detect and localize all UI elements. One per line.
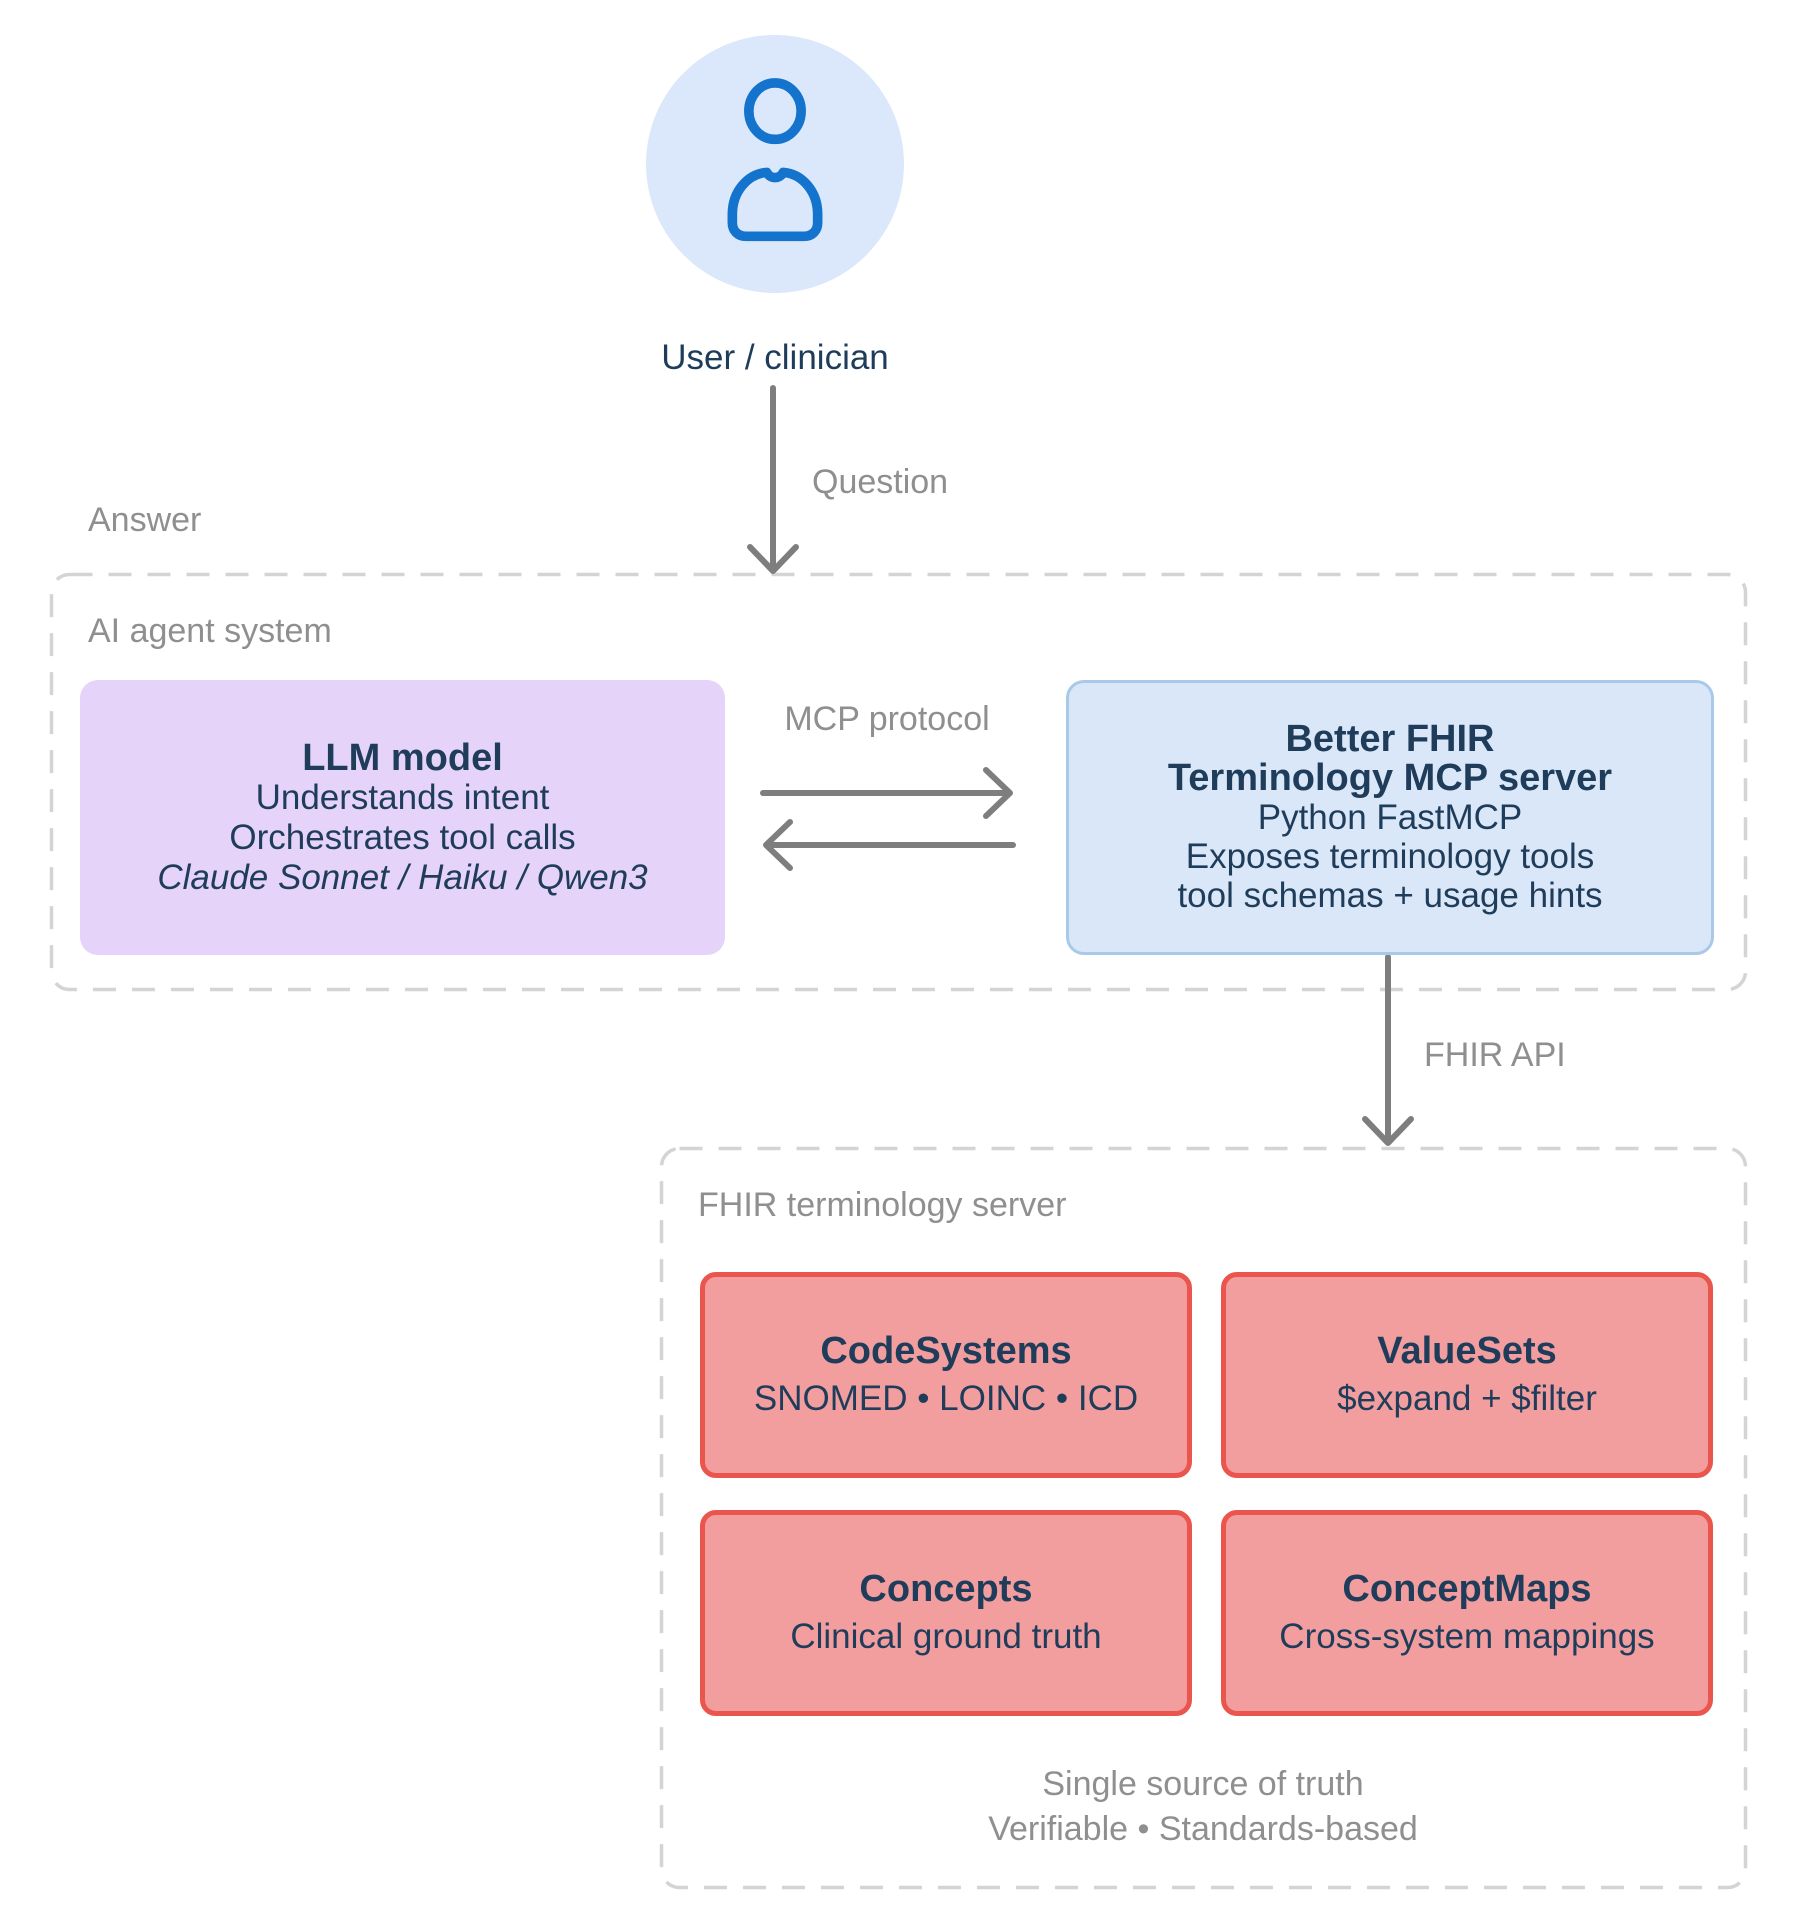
mcp-server-title-line1: Better FHIR [1285, 718, 1495, 760]
user-label: User / clinician [661, 338, 889, 377]
conceptmaps-card-subtitle: Cross-system mappings [1279, 1617, 1655, 1656]
llm-model-title: LLM model [302, 736, 503, 779]
mcp-request-arrow [760, 767, 1013, 819]
user-avatar [646, 35, 904, 293]
ai-agent-system-label: AI agent system [88, 612, 332, 650]
mcp-server-node: Better FHIR Terminology MCP server Pytho… [1066, 680, 1714, 955]
valuesets-card-title: ValueSets [1377, 1330, 1557, 1372]
llm-model-line3: Claude Sonnet / Haiku / Qwen3 [157, 857, 648, 897]
mcp-protocol-label: MCP protocol [784, 700, 990, 738]
mcp-server-line1: Python FastMCP [1257, 798, 1523, 837]
llm-model-line1: Understands intent [255, 777, 550, 817]
llm-model-line2: Orchestrates tool calls [229, 817, 576, 857]
person-icon [727, 78, 823, 242]
mcp-server-title-line2: Terminology MCP server [1167, 757, 1613, 799]
fhir-api-arrow [1362, 954, 1414, 1146]
fhir-terminology-server-container [659, 1146, 1748, 1890]
mcp-response-arrow [763, 819, 1016, 871]
codesystems-card: CodeSystems SNOMED • LOINC • ICD [700, 1272, 1192, 1478]
question-label: Question [812, 463, 949, 501]
concepts-card-subtitle: Clinical ground truth [790, 1617, 1102, 1656]
answer-label: Answer [88, 501, 202, 539]
ai-agent-system-container [49, 572, 1748, 992]
concepts-card: Concepts Clinical ground truth [700, 1510, 1192, 1716]
conceptmaps-card: ConceptMaps Cross-system mappings [1221, 1510, 1713, 1716]
valuesets-card-subtitle: $expand + $filter [1337, 1379, 1597, 1418]
question-arrow [747, 385, 799, 574]
footer-line2: Verifiable • Standards-based [988, 1810, 1418, 1848]
codesystems-card-subtitle: SNOMED • LOINC • ICD [753, 1379, 1139, 1418]
valuesets-card: ValueSets $expand + $filter [1221, 1272, 1713, 1478]
mcp-server-line3: tool schemas + usage hints [1177, 876, 1603, 915]
footer-line1: Single source of truth [1042, 1765, 1364, 1803]
fhir-api-label: FHIR API [1424, 1036, 1566, 1074]
codesystems-card-title: CodeSystems [820, 1330, 1072, 1372]
llm-model-node: LLM model Understands intent Orchestrate… [80, 680, 725, 955]
mcp-server-line2: Exposes terminology tools [1185, 837, 1595, 876]
fhir-terminology-server-label: FHIR terminology server [698, 1186, 1067, 1224]
conceptmaps-card-title: ConceptMaps [1342, 1568, 1592, 1610]
terminology-footer-note: Single source of truth Verifiable • Stan… [660, 1762, 1746, 1852]
concepts-card-title: Concepts [859, 1568, 1033, 1610]
